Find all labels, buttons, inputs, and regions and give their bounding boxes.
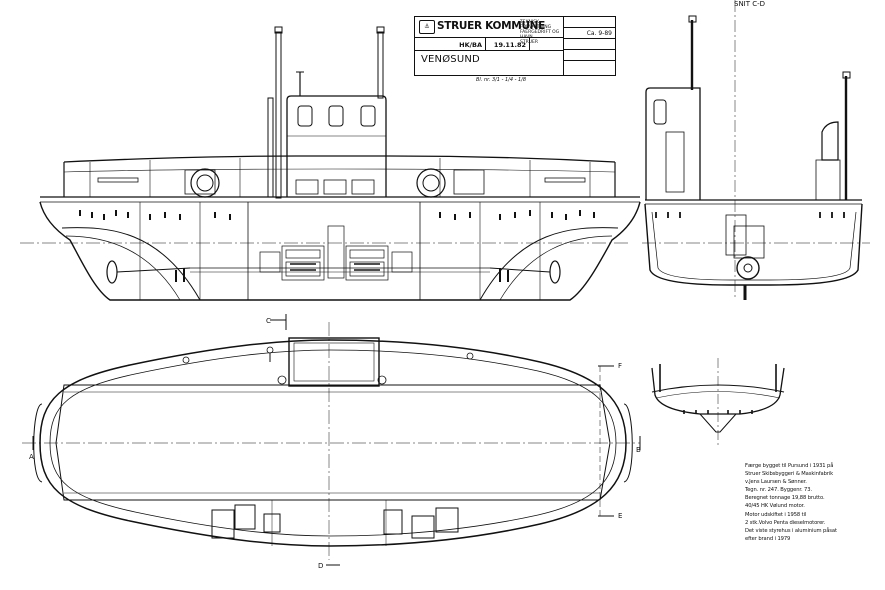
side-field <box>564 61 616 72</box>
section-label-f: F <box>618 362 622 370</box>
life-ring-icon <box>416 168 446 198</box>
note-line: Beregnet tonnage 19,88 brutto. <box>745 495 825 502</box>
title-block-side: Ca. 9-89 <box>563 17 616 75</box>
life-ring-icon <box>190 168 220 198</box>
drawn-by-value: HK/BA <box>459 41 482 49</box>
section-label-b: B <box>636 446 641 454</box>
date-cell: 19.11.82 <box>485 38 530 50</box>
note-line: Tegn. nr. 247. Byggenr. 73. <box>745 487 812 494</box>
title-block-row: HK/BA 19.11.82 <box>415 37 563 51</box>
organization-name: STRUER KOMMUNE <box>437 20 546 32</box>
side-field <box>564 17 616 28</box>
section-label-d: D <box>318 562 323 570</box>
section-label-a: A <box>29 453 34 461</box>
drawn-by-cell: HK/BA <box>415 38 486 50</box>
blank-cell <box>529 38 563 50</box>
plan-view <box>22 314 641 566</box>
wheelhouse <box>286 71 387 197</box>
note-line: v.Jens Laursen & Sønner. <box>745 479 807 486</box>
note-line: Struer Skibsbyggeri & Maskinfabrik <box>745 471 834 478</box>
note-line: Færge bygget til Pursund i 1931 på <box>745 463 834 469</box>
title-block-main: ⚓ STRUER KOMMUNE TEKNISK FORVALTNING FAE… <box>415 17 563 77</box>
note-line: efter brand i 1979 <box>745 535 791 542</box>
side-field <box>564 39 616 50</box>
side-elevation <box>20 26 641 301</box>
date-value: 19.11.82 <box>493 41 526 49</box>
section-view <box>642 0 870 300</box>
note-line: 2 stk.Volvo Penta dieselmotorer. <box>745 519 826 526</box>
side-field <box>564 50 616 61</box>
top-section-label: SNIT C-D <box>734 0 765 8</box>
handwritten-note: Bl. nr. 3/1 - 1/4 - 1/8 <box>476 77 527 83</box>
section-label-c: C <box>266 317 271 325</box>
note-line: Motor udskiftet i 1958 til <box>745 511 807 518</box>
department-line: TEKNISK FORVALTNING <box>520 20 552 30</box>
notes-block: Færge bygget til Pursund i 1931 på Strue… <box>745 462 875 543</box>
mast <box>267 26 385 199</box>
title-block: ⚓ STRUER KOMMUNE TEKNISK FORVALTNING FAE… <box>414 16 616 76</box>
engine <box>259 225 413 281</box>
section-label-e: E <box>618 512 622 520</box>
note-line: 40/45 HK Vølund motor. <box>745 503 805 510</box>
sheet-number: Ca. 9-89 <box>586 30 612 37</box>
municipality-logo-icon: ⚓ <box>419 20 435 34</box>
side-field: Ca. 9-89 <box>564 28 616 39</box>
small-section-view <box>651 358 785 448</box>
vessel-name: VENØSUND <box>421 54 480 65</box>
note-line: Det viste styrehus i aluminium påsat <box>745 527 837 534</box>
